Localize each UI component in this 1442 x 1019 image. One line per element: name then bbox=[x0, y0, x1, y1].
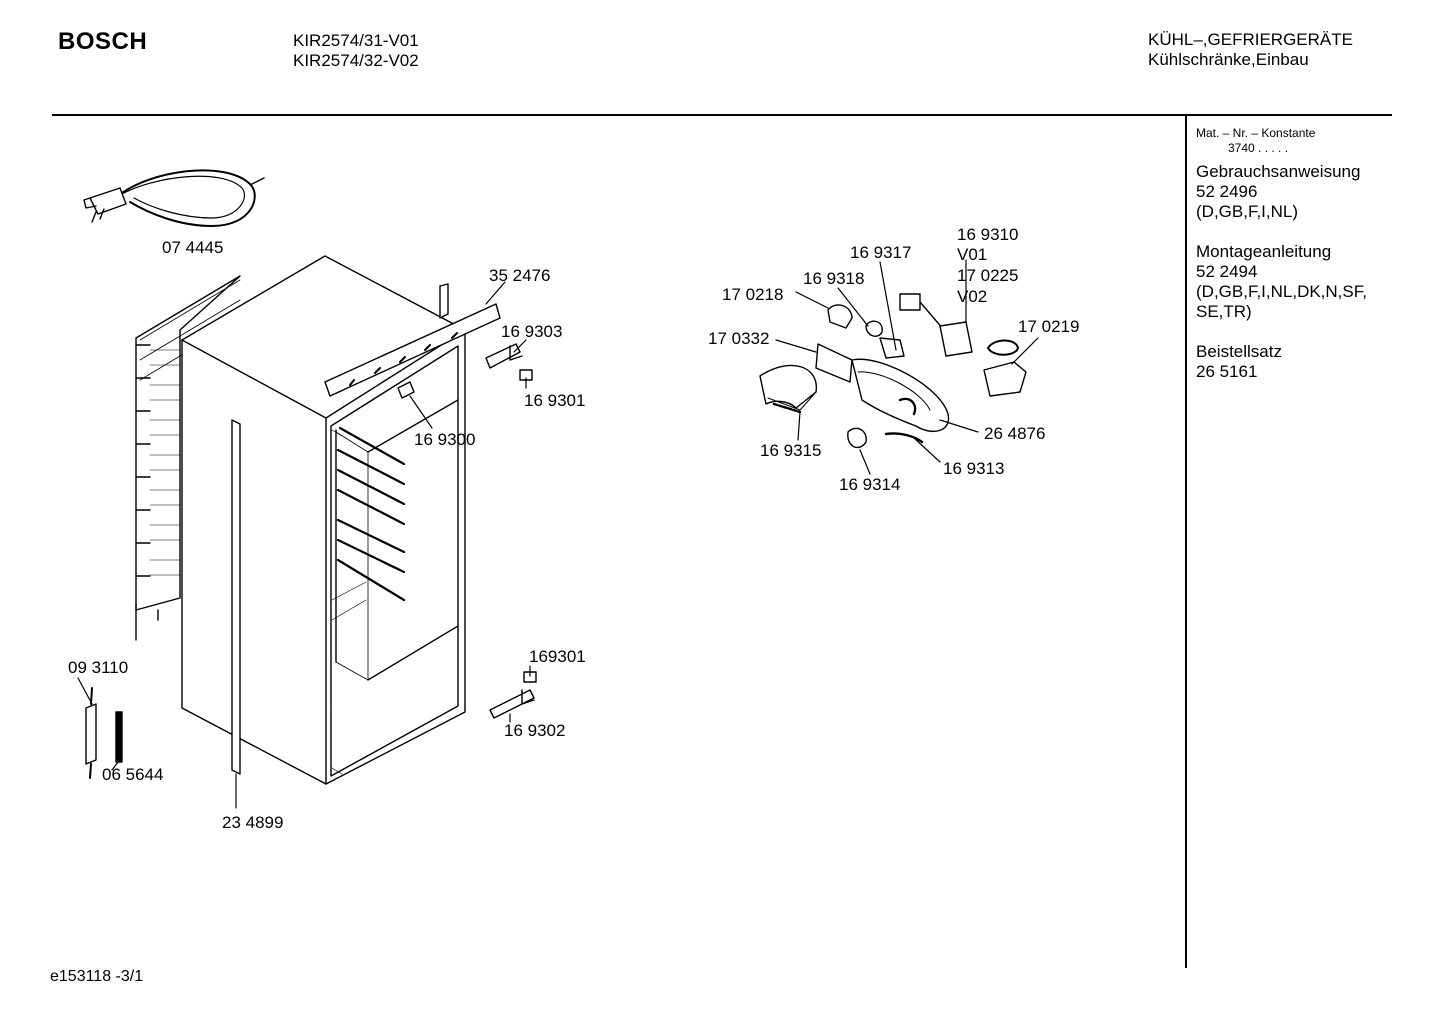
sidebar-divider bbox=[1185, 116, 1187, 968]
sidebar-section-accessory-kit: Beistellsatz 26 5161 bbox=[1196, 342, 1282, 382]
brand-logo: BOSCH bbox=[58, 28, 148, 55]
section-line: SE,TR) bbox=[1196, 302, 1252, 321]
part-number: 169301 bbox=[529, 647, 586, 666]
part-number: 16 9313 bbox=[943, 459, 1004, 478]
lamp-housing-assembly bbox=[759, 293, 1027, 449]
section-title: Beistellsatz bbox=[1196, 342, 1282, 361]
sidebar-section-manual: Gebrauchsanweisung 52 2496 (D,GB,F,I,NL) bbox=[1196, 162, 1360, 222]
power-cord-part bbox=[83, 169, 265, 227]
part-labels: 07 4445 35 2476 16 9303 16 9301 16 9300 … bbox=[68, 225, 1079, 832]
sidebar-section-installation: Montageanleitung 52 2494 (D,GB,F,I,NL,DK… bbox=[1196, 242, 1367, 322]
section-title: Montageanleitung bbox=[1196, 242, 1332, 261]
part-number: 26 4876 bbox=[984, 424, 1045, 443]
hinge-bracket-top-part bbox=[485, 343, 533, 381]
part-number: 35 2476 bbox=[489, 266, 550, 285]
appliance-category: KÜHL–,GEFRIERGERÄTE Kühlschränke,Einbau bbox=[1148, 30, 1353, 70]
section-line: (D,GB,F,I,NL,DK,N,SF, bbox=[1196, 282, 1367, 301]
section-title: Gebrauchsanweisung bbox=[1196, 162, 1361, 181]
hinge-bracket-bottom-part bbox=[489, 671, 537, 719]
cabinet-body-part bbox=[181, 255, 466, 785]
material-label: Mat. – Nr. – Konstante bbox=[1196, 126, 1316, 140]
model-numbers: KIR2574/31-V01 KIR2574/32-V02 bbox=[293, 31, 419, 71]
material-constant: Mat. – Nr. – Konstante 3740 . . . . . bbox=[1196, 126, 1315, 156]
model-number: KIR2574/32-V02 bbox=[293, 51, 419, 70]
part-number: 17 0332 bbox=[708, 329, 769, 348]
part-number: 17 0219 bbox=[1018, 317, 1079, 336]
part-number: 17 0218 bbox=[722, 285, 783, 304]
model-number: KIR2574/31-V01 bbox=[293, 31, 419, 50]
part-number: 17 0225 bbox=[957, 266, 1018, 285]
part-number: 16 9310 bbox=[957, 225, 1018, 244]
part-number: 06 5644 bbox=[102, 765, 163, 784]
header-rule bbox=[52, 114, 1392, 116]
part-number: 09 3110 bbox=[68, 658, 128, 677]
variant-label: V01 bbox=[957, 245, 987, 264]
part-number: 16 9302 bbox=[504, 721, 565, 740]
material-value: 3740 . . . . . bbox=[1228, 141, 1289, 155]
section-line: (D,GB,F,I,NL) bbox=[1196, 202, 1299, 221]
variant-label: V02 bbox=[957, 287, 987, 306]
part-number: 16 9315 bbox=[760, 441, 821, 460]
door-switch-part bbox=[397, 381, 415, 399]
top-rail-part bbox=[324, 283, 501, 397]
drawing-code: e153118 -3/1 bbox=[50, 968, 144, 985]
part-number: 23 4899 bbox=[222, 813, 283, 832]
category-line: Kühlschränke,Einbau bbox=[1148, 50, 1309, 69]
part-number: 16 9301 bbox=[524, 391, 585, 410]
part-number: 07 4445 bbox=[162, 238, 223, 257]
section-line: 26 5161 bbox=[1196, 362, 1258, 381]
section-line: 52 2496 bbox=[1196, 182, 1258, 201]
part-number: 16 9318 bbox=[803, 269, 864, 288]
part-number: 16 9303 bbox=[501, 322, 562, 341]
section-line: 52 2494 bbox=[1196, 262, 1258, 281]
part-number: 16 9314 bbox=[839, 475, 900, 494]
sensor-part bbox=[85, 687, 123, 779]
category-line: KÜHL–,GEFRIERGERÄTE bbox=[1148, 30, 1353, 49]
part-number: 16 9300 bbox=[414, 430, 475, 449]
part-number: 16 9317 bbox=[850, 243, 911, 262]
condenser-coil-part bbox=[135, 275, 241, 641]
leader-lines bbox=[77, 259, 1039, 809]
